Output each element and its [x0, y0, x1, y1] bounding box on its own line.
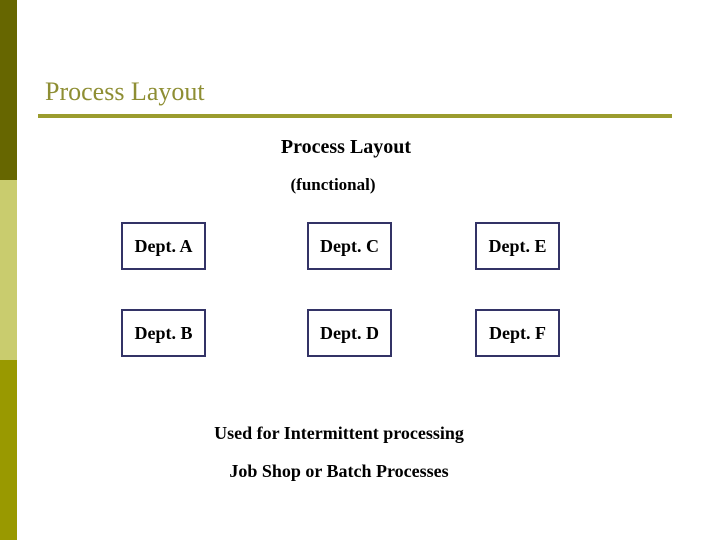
diagram-heading: Process Layout — [280, 136, 412, 158]
dept-box-d: Dept. D — [307, 309, 392, 357]
dept-box-e: Dept. E — [475, 222, 560, 270]
dept-box-c: Dept. C — [307, 222, 392, 270]
page-title: Process Layout — [45, 77, 205, 106]
footer-line-1: Used for Intermittent processing — [214, 423, 464, 443]
accent-segment-top — [0, 0, 17, 180]
title-underline — [38, 114, 672, 118]
dept-box-f: Dept. F — [475, 309, 560, 357]
accent-segment-middle — [0, 180, 17, 360]
footer-line-2: Job Shop or Batch Processes — [229, 461, 449, 481]
diagram-subheading: (functional) — [290, 175, 376, 194]
dept-box-b: Dept. B — [121, 309, 206, 357]
dept-box-a: Dept. A — [121, 222, 206, 270]
left-accent-bar — [0, 0, 17, 540]
accent-segment-bottom — [0, 360, 17, 540]
